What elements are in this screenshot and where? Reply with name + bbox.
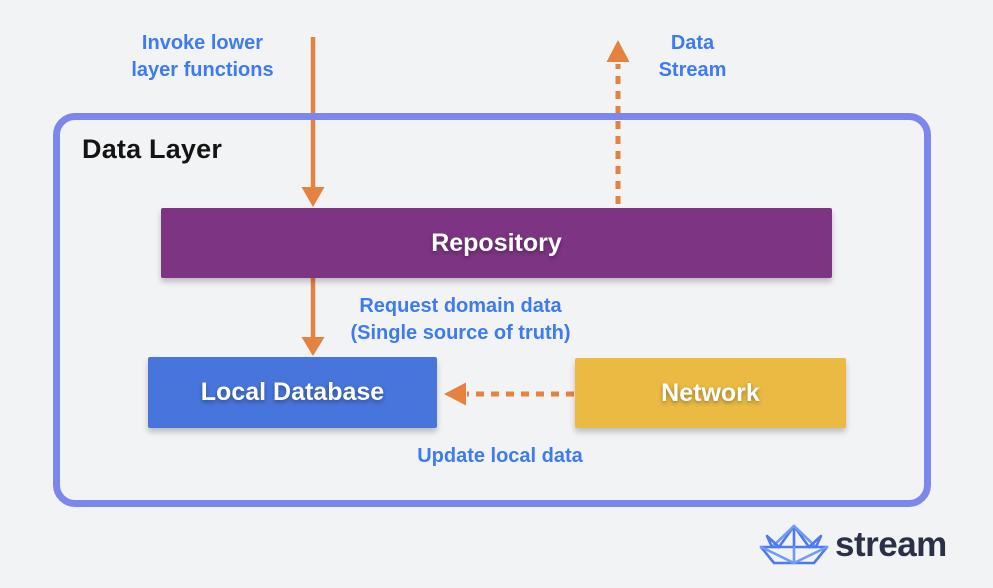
stream-logo-text: stream xyxy=(835,525,947,564)
repository-node: Repository xyxy=(161,208,832,278)
paper-boat-icon xyxy=(759,524,829,565)
network-node: Network xyxy=(575,358,846,428)
update-local-data-label: Update local data xyxy=(417,445,583,467)
data-layer-title: Data Layer xyxy=(82,134,223,164)
data-layer-container xyxy=(53,113,931,507)
local-database-node: Local Database xyxy=(148,357,437,428)
repository-label: Repository xyxy=(431,228,562,257)
invoke-label: Invoke lower layer functions xyxy=(131,32,274,81)
data-stream-label: Data Stream xyxy=(658,32,727,81)
network-label: Network xyxy=(661,378,760,407)
stream-logo: stream xyxy=(758,522,947,568)
local-database-label: Local Database xyxy=(200,378,385,406)
request-domain-data-label: Request domain data (Single source of tr… xyxy=(350,295,571,344)
